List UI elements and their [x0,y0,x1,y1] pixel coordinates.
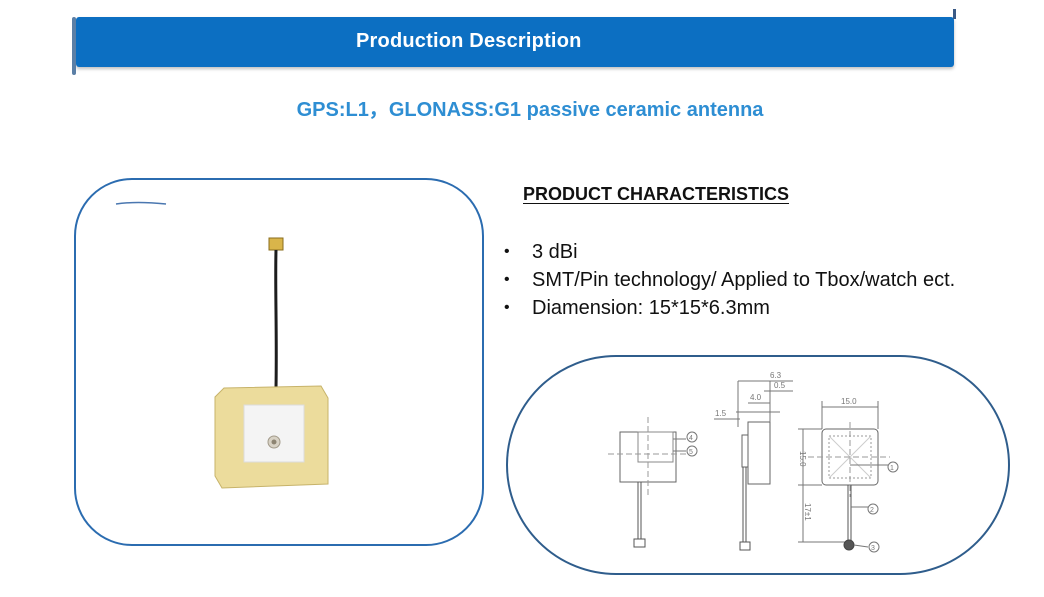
bullet-icon: • [504,243,510,260]
callout-2: 2 [870,507,874,514]
dim-pin: 1.5 [715,409,727,418]
feed-pin-center [271,439,277,445]
antenna-photo-frame [74,178,484,546]
dim-patch-thickness: 0.5 [774,381,786,390]
header-title: Production Description [356,30,582,52]
front-view: 4 5 [608,417,698,548]
coax-cable [274,249,278,389]
bullet-icon: • [504,271,510,288]
dim-cable-length: 17±1 [803,503,812,521]
dim-height: 15.0 [798,451,807,467]
list-item: • SMT/Pin technology/ Applied to Tbox/wat… [500,266,955,294]
list-item: • Diamension: 15*15*6.3mm [500,294,955,322]
characteristics-list: • 3 dBi • SMT/Pin technology/ Applied to T… [500,238,955,322]
ufl-connector-icon [268,237,284,251]
characteristics-heading: PRODUCT CHARACTERISTICS [523,184,790,204]
antenna-photo [115,201,329,489]
dim-total-thickness: 6.3 [770,371,782,380]
callout-4: 4 [689,435,693,442]
callout-1: 1 [890,465,894,472]
dim-width: 15.0 [841,397,857,406]
photo-artifact [115,201,167,205]
product-subtitle: GPS:L1，GLONASS:G1 passive ceramic antenn… [296,99,764,121]
top-view: 15.0 1 15.0 17±1 2 3 [798,397,899,553]
list-item-text: Diamension: 15*15*6.3mm [532,297,770,319]
list-item: • 3 dBi [500,238,955,266]
technical-drawing-frame: 4 5 6.3 0.5 4.0 1.5 [506,355,1010,575]
callout-5: 5 [689,449,693,456]
side-view: 6.3 0.5 4.0 1.5 [714,371,793,551]
list-item-text: SMT/Pin technology/ Applied to Tbox/watc… [532,269,956,291]
bullet-icon: • [504,299,510,316]
silver-patch [243,404,305,463]
callout-3: 3 [871,545,875,552]
dim-body-thickness: 4.0 [750,393,762,402]
list-item-text: 3 dBi [532,241,578,263]
header-banner: Production Description [72,9,956,75]
technical-drawing: 4 5 6.3 0.5 4.0 1.5 [608,371,899,553]
